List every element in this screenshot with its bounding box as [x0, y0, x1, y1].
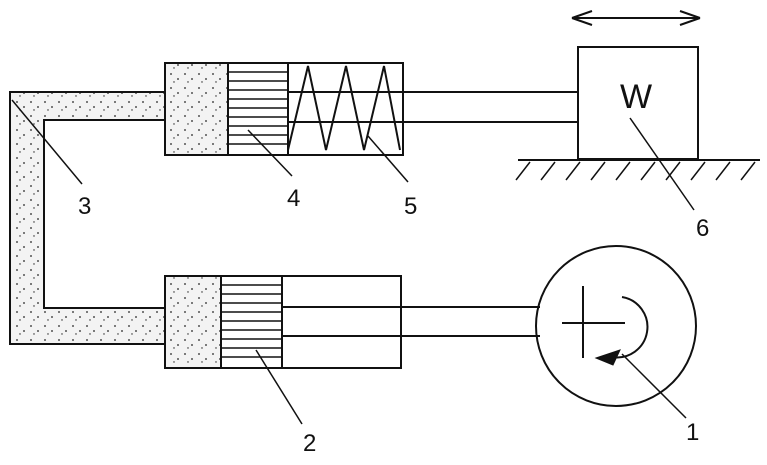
lower-piston: [221, 284, 282, 358]
label-lower-piston: 2: [303, 430, 316, 457]
upper-piston: [228, 71, 288, 145]
label-load-block: 6: [696, 215, 709, 242]
load-label: W: [620, 78, 652, 116]
label-pipe: 3: [78, 193, 91, 220]
ground: [515, 159, 760, 181]
leader-lines: [11, 99, 695, 425]
label-crank: 1: [686, 419, 699, 446]
motion-arrow: [571, 10, 701, 26]
label-spring: 5: [404, 193, 417, 220]
lower-piston-rod: [282, 306, 540, 337]
lower-cylinder: [164, 275, 402, 369]
connecting-pipe: [9, 91, 165, 345]
load-block: W: [577, 46, 699, 160]
label-upper-piston: 4: [287, 185, 300, 212]
upper-cylinder: [164, 62, 404, 156]
fluid-region: [10, 63, 228, 368]
spring: [287, 65, 401, 151]
crank-wheel: [535, 245, 697, 407]
upper-piston-rod: [288, 91, 578, 123]
